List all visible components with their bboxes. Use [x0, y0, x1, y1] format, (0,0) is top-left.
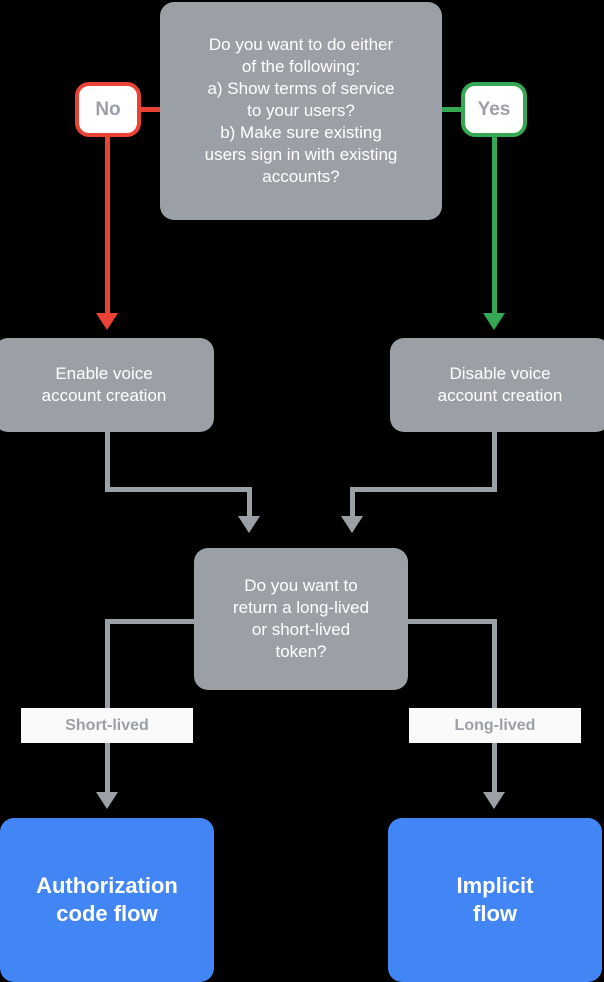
edge-disable-vertical-b	[350, 487, 355, 518]
edge-no-stub	[140, 107, 162, 112]
node-authorization-code-flow: Authorization code flow	[0, 818, 214, 982]
edge-no-arrowhead	[96, 313, 118, 330]
edge-label-short-lived-text: Short-lived	[65, 716, 149, 734]
node-disable-voice-text: Disable voice account creation	[437, 363, 563, 405]
edge-label-long-lived-text: Long-lived	[454, 716, 536, 734]
edge-long-vertical	[492, 619, 497, 794]
node-decision-top: Do you want to do either of the followin…	[160, 2, 442, 220]
edge-short-horizontal	[105, 619, 197, 624]
badge-no-label: No	[95, 98, 121, 120]
node-disable-voice: Disable voice account creation	[390, 338, 604, 432]
edge-yes-vertical	[492, 135, 497, 315]
edge-disable-vertical-a	[492, 430, 497, 492]
node-enable-voice: Enable voice account creation	[0, 338, 214, 432]
edge-enable-arrowhead	[238, 516, 260, 533]
edge-disable-arrowhead	[341, 516, 363, 533]
edge-disable-horizontal	[350, 487, 497, 492]
node-decision-top-text: Do you want to do either of the followin…	[204, 34, 398, 187]
node-enable-voice-text: Enable voice account creation	[41, 363, 167, 405]
edge-long-arrowhead	[483, 792, 505, 809]
edge-short-arrowhead	[96, 792, 118, 809]
node-decision-token-text: Do you want to return a long-lived or sh…	[232, 575, 370, 662]
edge-yes-arrowhead	[483, 313, 505, 330]
edge-short-vertical	[105, 619, 110, 794]
edge-no-vertical	[105, 135, 110, 315]
badge-yes-label: Yes	[477, 98, 511, 120]
node-implicit-flow-text: Implicit flow	[456, 872, 534, 926]
node-authorization-code-flow-text: Authorization code flow	[36, 872, 178, 926]
edge-enable-vertical-b	[247, 487, 252, 518]
edge-label-short-lived: Short-lived	[21, 708, 193, 743]
node-decision-token: Do you want to return a long-lived or sh…	[194, 548, 408, 690]
edge-yes-stub	[440, 107, 462, 112]
badge-yes[interactable]: Yes	[461, 82, 527, 137]
edge-enable-vertical-a	[105, 430, 110, 492]
edge-label-long-lived: Long-lived	[409, 708, 581, 743]
badge-no[interactable]: No	[75, 82, 141, 137]
edge-long-horizontal	[405, 619, 497, 624]
node-implicit-flow: Implicit flow	[388, 818, 602, 982]
edge-enable-horizontal	[105, 487, 252, 492]
